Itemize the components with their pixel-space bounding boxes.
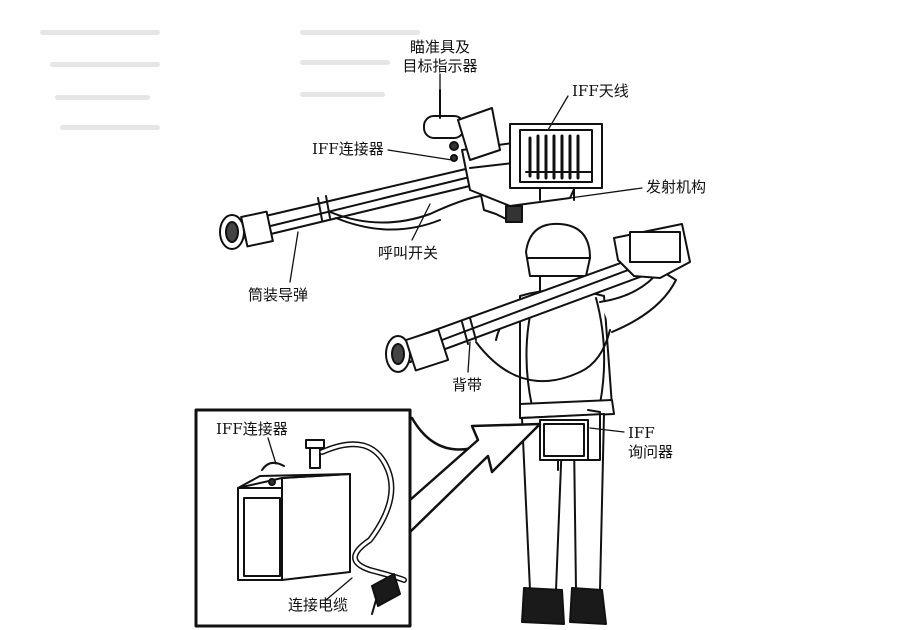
label-strap: 背带 bbox=[452, 376, 483, 394]
weapon-on-shoulder bbox=[385, 223, 691, 383]
label-iff-interrogator-line2: 询问器 bbox=[628, 443, 674, 461]
label-sight: 瞄准具及 目标指示器 bbox=[392, 38, 488, 76]
leader-lines-lower bbox=[467, 341, 625, 433]
label-launch-mechanism: 发射机构 bbox=[646, 178, 707, 196]
label-sight-line1: 瞄准具及 bbox=[409, 38, 470, 56]
bleed-through-line bbox=[300, 60, 390, 65]
iff-antenna bbox=[509, 123, 603, 201]
inset-detail bbox=[194, 408, 412, 628]
label-cable: 连接电缆 bbox=[288, 596, 349, 614]
bleed-through-line bbox=[40, 30, 160, 35]
label-call-switch: 呼叫开关 bbox=[378, 244, 439, 262]
label-iff-interrogator-line1: IFF bbox=[628, 424, 655, 442]
bleed-through-line bbox=[50, 62, 160, 67]
weapon-assembly bbox=[219, 89, 603, 250]
connection-arrow bbox=[408, 416, 542, 534]
bleed-through-line bbox=[300, 92, 385, 97]
label-iff-interrogator: IFF 询问器 bbox=[628, 424, 673, 462]
label-sight-line2: 目标指示器 bbox=[402, 57, 478, 75]
leader-lines-upper bbox=[289, 73, 643, 283]
label-tube-missile: 筒装导弹 bbox=[248, 286, 309, 304]
label-iff-antenna: IFF天线 bbox=[572, 82, 629, 100]
label-iff-connector-top: IFF连接器 bbox=[312, 140, 384, 158]
bleed-through-line bbox=[60, 125, 160, 130]
label-iff-connector-inset: IFF连接器 bbox=[216, 420, 288, 438]
iff-interrogator-unit bbox=[539, 409, 601, 461]
bleed-through-line bbox=[300, 30, 420, 35]
bleed-through-line bbox=[55, 95, 150, 100]
